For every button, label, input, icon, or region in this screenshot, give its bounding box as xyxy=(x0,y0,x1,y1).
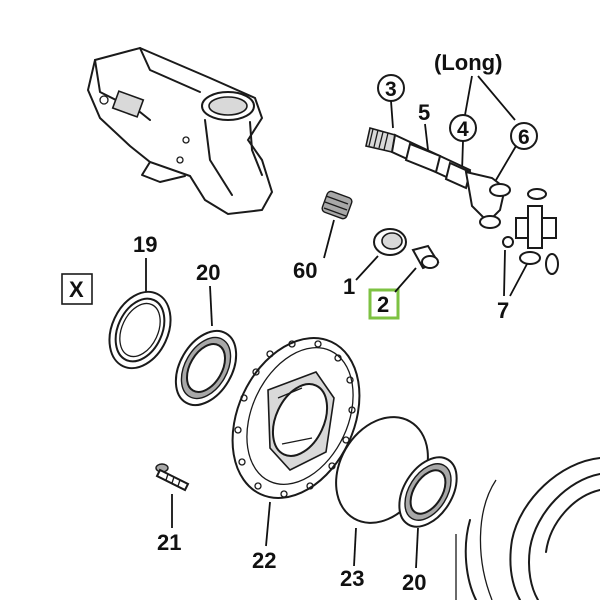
callout-19: 19 xyxy=(133,232,157,257)
callout-1-leader xyxy=(355,255,379,281)
callout-3-leader xyxy=(390,100,394,129)
callout-20-upper: 20 xyxy=(196,260,220,285)
callout-6-circle xyxy=(510,122,538,150)
section-marker: X xyxy=(69,277,84,302)
long-leader-right xyxy=(477,75,516,121)
callout-23: 23 xyxy=(340,566,364,591)
callout-1: 1 xyxy=(343,274,355,299)
callout-22-leader xyxy=(265,501,271,547)
callout-20-lower-leader xyxy=(415,527,419,569)
callout-60: 60 xyxy=(293,258,317,283)
callout-20-upper-leader xyxy=(209,285,213,327)
long-leader-left xyxy=(464,75,473,116)
callout-7-leader xyxy=(503,249,528,297)
section-marker-box xyxy=(61,273,93,305)
callout-5: 5 xyxy=(418,100,430,125)
brake-drum-partial-drawing xyxy=(455,457,600,600)
callout-7: 7 xyxy=(497,298,509,323)
bearing-20-lower-drawing xyxy=(398,456,458,528)
callout-22: 22 xyxy=(252,548,276,573)
bearing-20-upper-drawing xyxy=(174,330,238,406)
drive-shaft-drawing xyxy=(365,127,559,275)
callout-21: 21 xyxy=(157,530,181,555)
axle-housing-drawing xyxy=(86,46,274,216)
callout-20-lower: 20 xyxy=(402,570,426,595)
stud-21-drawing xyxy=(155,463,190,492)
roller-60-drawing xyxy=(321,190,353,220)
callout-6-leader xyxy=(495,145,517,181)
bearing-1-drawing xyxy=(373,228,407,256)
callout-5-leader xyxy=(424,123,429,151)
hub-22-drawing xyxy=(231,337,361,499)
callout-2: 2 xyxy=(377,292,389,317)
callout-60-leader xyxy=(323,219,335,259)
callout-6: 6 xyxy=(518,126,530,149)
bushing-2-drawing xyxy=(411,244,440,270)
callout-2-leader xyxy=(394,267,417,293)
seal-19-drawing xyxy=(108,290,172,370)
callout-23-leader xyxy=(353,527,357,567)
callout-4: 4 xyxy=(457,118,469,141)
callout-2-highlight xyxy=(368,288,400,320)
long-label: (Long) xyxy=(434,50,502,75)
callout-3: 3 xyxy=(385,78,397,101)
